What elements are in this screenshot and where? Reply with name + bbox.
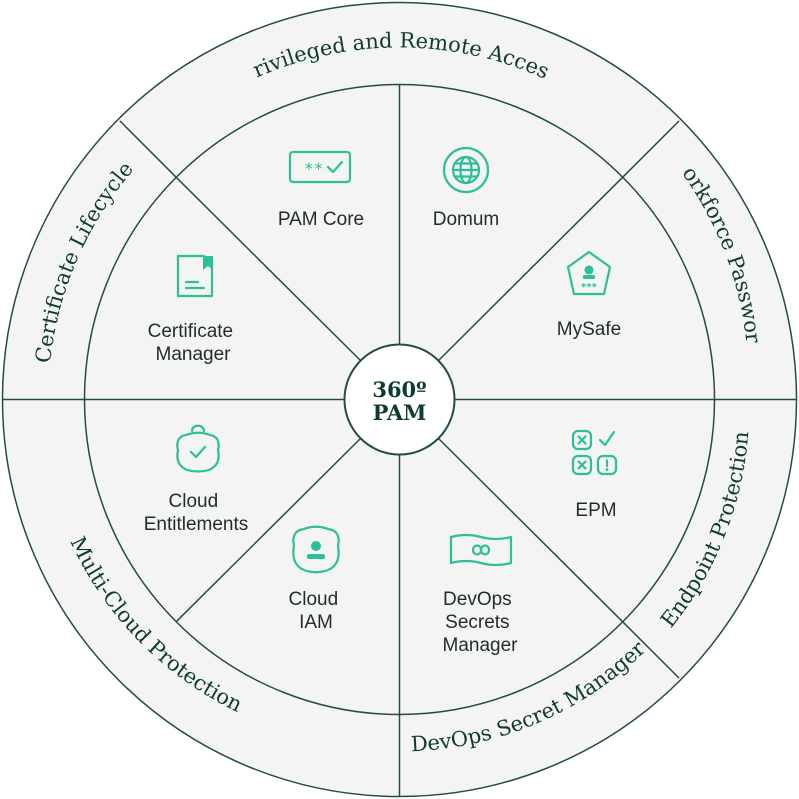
inner-label-pam-core: PAM Core bbox=[278, 209, 364, 230]
inner-spoke bbox=[175, 176, 362, 362]
inner-label-epm: EPM bbox=[575, 500, 616, 521]
infinity-icon bbox=[449, 533, 513, 567]
center-title-line2: PAM bbox=[373, 400, 427, 425]
inner-label-mysafe: MySafe bbox=[557, 319, 621, 340]
inner-label-cloud-entitlements: Cloud Entitlements bbox=[144, 491, 249, 535]
outer-divider bbox=[622, 120, 680, 178]
svg-text:**: ** bbox=[304, 159, 323, 178]
password-check-icon: ** bbox=[288, 150, 352, 184]
inner-spoke bbox=[437, 437, 624, 623]
certificate-icon bbox=[176, 254, 214, 298]
status-grid-icon bbox=[571, 429, 618, 476]
outer-divider bbox=[119, 120, 177, 178]
inner-label-domum: Domum bbox=[433, 209, 500, 230]
center-title-line1: 360º bbox=[372, 377, 426, 402]
cloud-user-icon bbox=[292, 525, 340, 574]
svg-text:***: *** bbox=[581, 282, 597, 293]
inner-label-cloud-iam: Cloud IAM bbox=[289, 589, 344, 633]
globe-icon bbox=[442, 146, 490, 194]
inner-label-certificate-manager: Certificate Manager bbox=[148, 321, 239, 365]
inner-label-devops-secrets-manager: DevOps Secrets Manager bbox=[443, 589, 519, 656]
inner-spoke bbox=[437, 176, 624, 362]
outer-divider bbox=[622, 621, 680, 679]
center-hub bbox=[343, 343, 456, 456]
user-shield-icon: *** bbox=[566, 250, 612, 296]
cloud-check-icon bbox=[176, 424, 220, 473]
inner-spoke bbox=[175, 437, 362, 623]
